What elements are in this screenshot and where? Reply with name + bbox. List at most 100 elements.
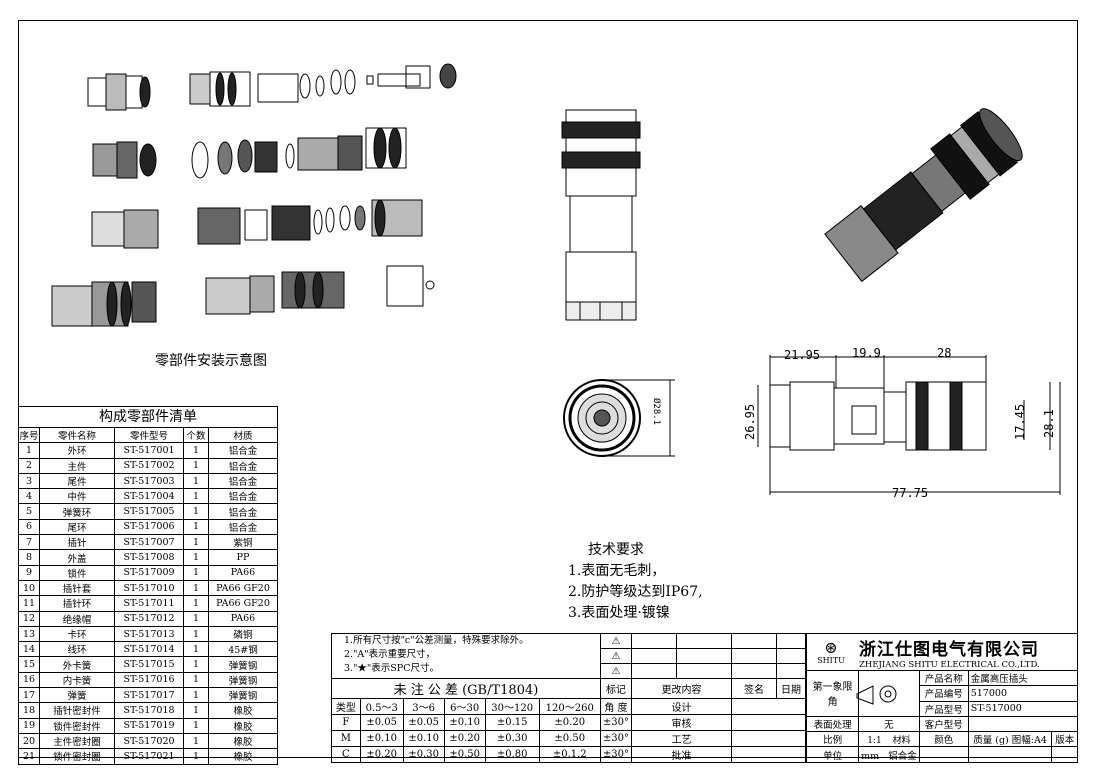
parts-list-cell: 3 (18, 472, 40, 490)
parts-list-cell: 铝合金 (208, 442, 278, 459)
tolerance-row-c: C±0.20±0.30±0.50±0.80±0.1.2±30° 批准 (331, 746, 806, 763)
tol-header: 30～120 (484, 698, 540, 715)
parts-list-cell: ST-517005 (114, 503, 184, 520)
company-logo-icon: ⊛ (824, 637, 838, 657)
parts-list-cell: 12 (18, 610, 40, 627)
parts-list-cell: 锁件密封件 (39, 717, 115, 734)
scale-material-cell: 1:1 材料 (858, 731, 920, 748)
parts-list-cell: 1 (183, 625, 209, 643)
tech-requirement-item: 3.表面处理·镀镍 (568, 605, 670, 621)
parts-list-header-row: 序号 零件名称 零件型号 个数 材质 (18, 426, 278, 444)
company-logo-text: SHITU (817, 655, 845, 665)
tol-cell: M (331, 730, 361, 747)
note-3: 3."★"表示SPC尺寸。 (344, 663, 439, 674)
version-label: 版本 (1051, 731, 1078, 748)
tol-cell: ±0.20 (538, 714, 601, 731)
parts-list-cell: 铝合金 (208, 488, 278, 505)
parts-list-cell: 1 (183, 671, 209, 689)
parts-list-cell: 1 (183, 564, 209, 581)
tol-cell: ±0.50 (538, 730, 601, 747)
col-quantity: 个数 (183, 426, 209, 444)
parts-list-cell: 45#钢 (208, 641, 278, 658)
parts-list-cell: 1 (183, 488, 209, 505)
parts-list-cell: 外盖 (39, 549, 115, 566)
review-label: 审核 (631, 714, 732, 731)
tol-cell: ±30° (599, 746, 633, 763)
revision-mark-label: 标记 (599, 678, 633, 699)
parts-list-cell: ST-517020 (114, 732, 184, 750)
parts-list-cell: 8 (18, 549, 40, 566)
col-part-name: 零件名称 (39, 426, 115, 444)
parts-list-cell: ST-517018 (114, 702, 184, 719)
parts-list-cell: 插针密封件 (39, 702, 115, 719)
parts-list-cell: 1 (183, 457, 209, 474)
design-label: 设计 (631, 698, 732, 715)
parts-list-cell: 弹簧钢 (208, 671, 278, 689)
tol-cell: ±0.05 (402, 714, 445, 731)
product-model: ST-517000 (967, 700, 1079, 717)
color-label: 颜色 (918, 731, 969, 748)
tol-cell: ±30° (599, 730, 633, 747)
tol-cell: ±0.10 (443, 714, 486, 731)
parts-list-cell: 1 (183, 641, 209, 658)
parts-list-cell: 16 (18, 671, 40, 689)
warning-icon: ⚠ (599, 633, 633, 649)
parts-list-cell: 弹簧 (39, 687, 115, 704)
warning-icon: ⚠ (599, 648, 633, 664)
parts-list-cell: 1 (183, 717, 209, 734)
tol-cell: ±0.10 (402, 730, 445, 747)
parts-list-cell: 11 (18, 595, 40, 612)
revision-date-label: 日期 (776, 678, 806, 699)
parts-list-cell: 锁件 (39, 564, 115, 581)
parts-list-cell: 中件 (39, 488, 115, 505)
parts-list-cell: 线环 (39, 641, 115, 658)
parts-list-cell: ST-517003 (114, 472, 184, 490)
tol-cell: ±0.30 (484, 730, 540, 747)
note-1: 1.所有尺寸按"c"公差测量，特殊要求除外。 (344, 635, 529, 646)
parts-list-cell: 19 (18, 717, 40, 734)
dim-17-45: 17.45 (1013, 403, 1027, 440)
tol-cell: ±0.20 (359, 746, 404, 763)
parts-list-cell: 4 (18, 488, 40, 505)
tol-cell: C (331, 746, 361, 763)
parts-list-cell: 尾件 (39, 472, 115, 490)
tech-requirement-item: 2.防护等级达到IP67, (568, 584, 703, 600)
parts-list-cell: 10 (18, 579, 40, 597)
dim-21-95: 21.95 (784, 348, 821, 362)
parts-list-cell: 6 (18, 518, 40, 536)
tol-cell: ±0.15 (484, 714, 540, 731)
part-connector-row1 (87, 63, 457, 111)
parts-list-cell: 铝合金 (208, 518, 278, 536)
parts-list-cell: 尾环 (39, 518, 115, 536)
tol-cell: ±0.80 (484, 746, 540, 763)
parts-list-cell: 弹簧钢 (208, 687, 278, 704)
tol-header: 3～6 (402, 698, 445, 715)
parts-list-cell: 15 (18, 656, 40, 673)
parts-list-cell: ST-517014 (114, 641, 184, 658)
product-name: 金属高压插头 (967, 669, 1079, 687)
company-header: ⊛ SHITU 浙江仕图电气有限公司 ZHEJIANG SHITU ELECTR… (806, 633, 1078, 671)
col-material: 材质 (208, 426, 278, 444)
scale-value: 1:1 (867, 735, 882, 746)
parts-list-cell: 1 (183, 732, 209, 750)
dim-77-75: 77.75 (892, 486, 929, 500)
projection-label: 第一象限角 (805, 670, 860, 717)
title-block: ⊛ SHITU 浙江仕图电气有限公司 ZHEJIANG SHITU ELECTR… (805, 633, 1079, 763)
parts-list-cell: 锁件密封圈 (39, 748, 115, 765)
parts-list-cell: ST-517021 (114, 748, 184, 765)
process-label: 工艺 (631, 730, 732, 747)
parts-list-cell: 1 (183, 579, 209, 597)
